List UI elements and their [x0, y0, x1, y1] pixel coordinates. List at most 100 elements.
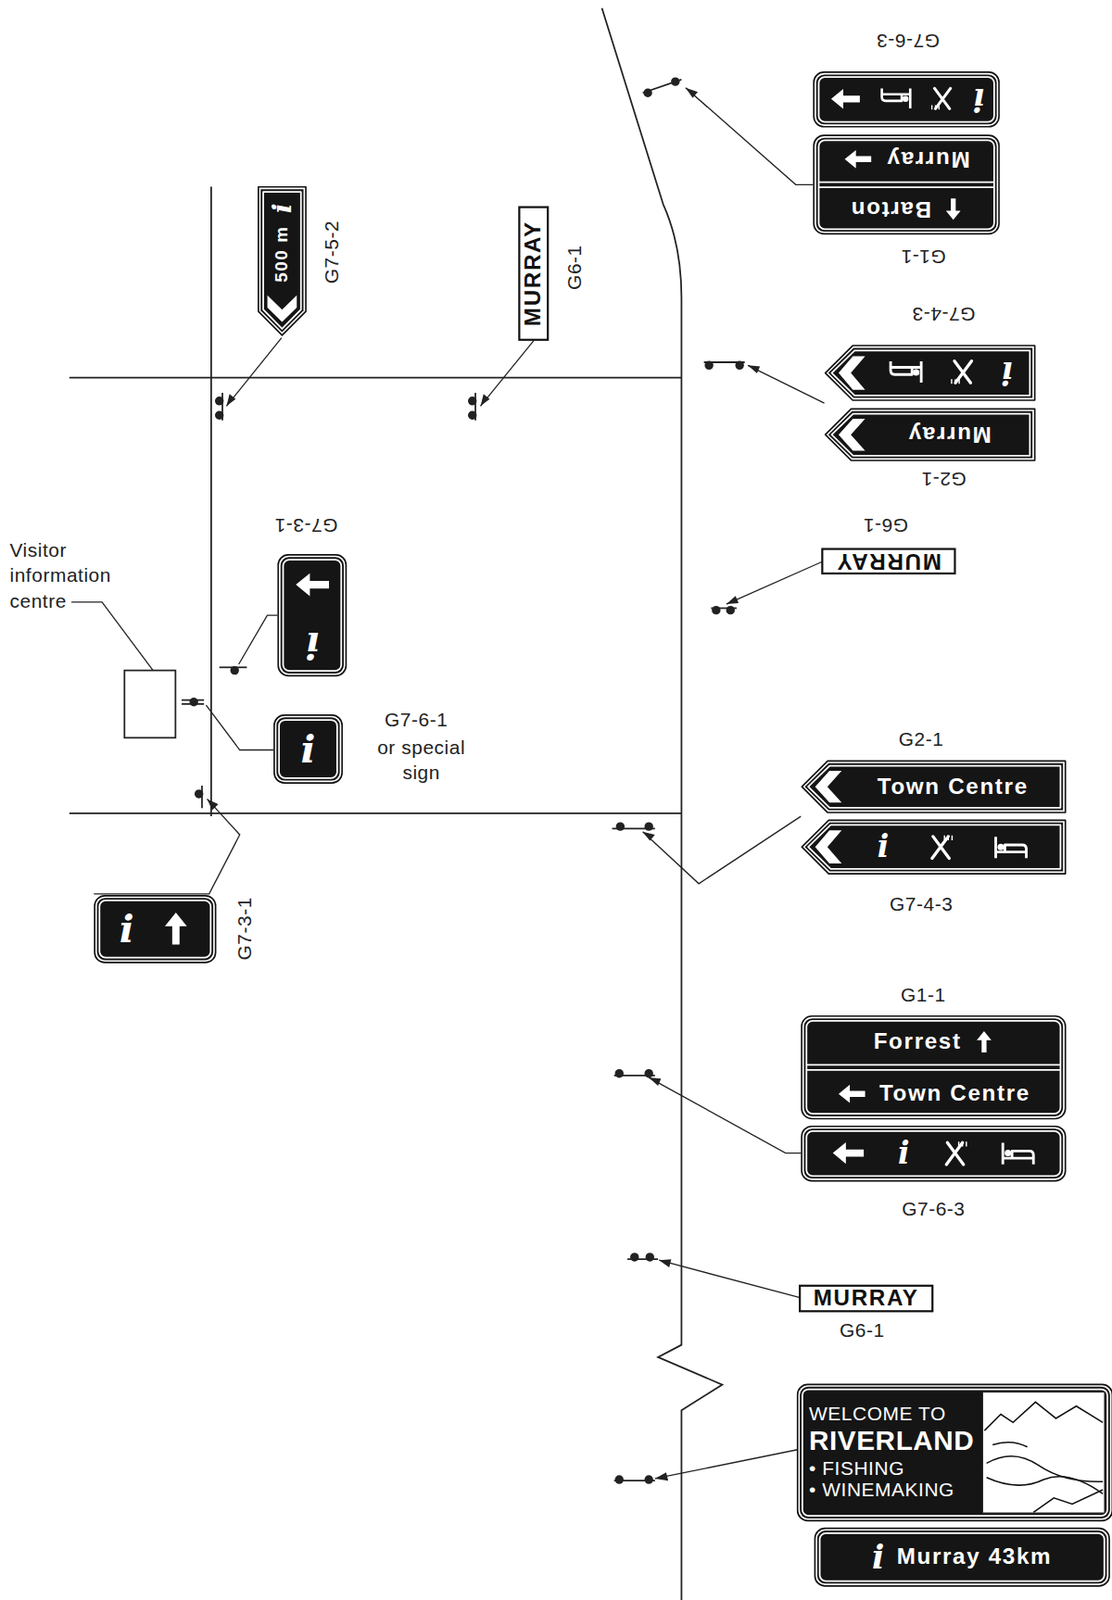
layout-stroke — [257, 187, 305, 336]
sign-row: i — [873, 344, 1024, 402]
layout-stroke — [881, 88, 910, 109]
sign-content: ForrestTown Centre — [810, 1015, 1056, 1120]
sign-text: • WINEMAKING — [808, 1478, 974, 1502]
sign-row: MURRAY — [518, 215, 549, 330]
layout-stroke — [946, 1142, 963, 1165]
sign-row: i — [287, 615, 337, 677]
layout-stroke — [805, 763, 1064, 811]
layout-stroke — [818, 139, 994, 229]
layout-stroke — [278, 555, 346, 677]
layout-stroke — [944, 835, 952, 841]
layout-stroke — [806, 1021, 1061, 1114]
sign-content: Barton Murray — [822, 134, 989, 235]
layout-stroke — [230, 667, 239, 675]
layout-stroke — [806, 1130, 1061, 1176]
layout-stroke — [215, 411, 224, 419]
layout-stroke — [206, 798, 218, 810]
leader-line — [71, 602, 153, 671]
layout-stroke — [747, 365, 760, 374]
sign-content: MURRAY — [808, 1284, 923, 1313]
layout-stroke — [1002, 1143, 1034, 1165]
layout-stroke — [1004, 1149, 1011, 1157]
layout-stroke — [468, 411, 477, 419]
layout-stroke — [260, 189, 304, 332]
sign-content: Murray — [872, 408, 1025, 462]
layout-stroke — [827, 347, 1032, 398]
sign-symbol-graphic — [836, 1081, 868, 1106]
sign-code: G6-1 — [561, 244, 588, 291]
layout-stroke — [226, 338, 281, 407]
sign-row: i — [850, 819, 1056, 874]
sign-symbol-graphic — [842, 147, 873, 172]
layout-stroke — [801, 1016, 1066, 1120]
layout-stroke — [808, 824, 1061, 869]
info-symbol: i — [304, 627, 319, 665]
layout-stroke — [658, 1259, 671, 1268]
layout-stroke — [813, 135, 999, 234]
layout-stroke — [189, 698, 198, 707]
sign-code: G7-4-3 — [889, 891, 953, 918]
layout-stroke — [274, 715, 342, 784]
sign-content: WELCOME TORIVERLAND• FISHING• WINEMAKING — [796, 1383, 1112, 1522]
layout-stroke — [932, 836, 949, 860]
sign-symbol — [292, 569, 331, 601]
info-symbol: i — [897, 1137, 910, 1169]
sign-text: • FISHING — [808, 1456, 974, 1479]
sign-text: Murray — [884, 146, 970, 174]
sign-row: MURRAY — [831, 547, 946, 575]
layout-stroke — [833, 1142, 864, 1164]
info-symbol: i — [877, 832, 890, 863]
sign-content: Town Centre — [849, 760, 1056, 814]
layout-stroke — [824, 344, 1035, 400]
sign-content: MURRAY — [518, 215, 549, 330]
layout-stroke — [958, 1141, 966, 1147]
sign-text-column: WELCOME TORIVERLAND• FISHING• WINEMAKING — [796, 1383, 983, 1522]
sign-text: MURRAY — [519, 220, 547, 327]
layout-stroke — [726, 606, 734, 615]
layout-stroke — [257, 187, 305, 336]
sign-row: i — [810, 1124, 1056, 1182]
sign-code: G7-3-1 — [274, 512, 338, 539]
layout-stroke — [239, 615, 278, 665]
layout-stroke — [94, 895, 215, 962]
layout-stroke — [480, 341, 534, 406]
sign-code: G1-1 — [900, 982, 947, 1009]
layout-stroke — [827, 411, 1032, 459]
layout-stroke — [648, 1077, 801, 1154]
layout-stroke — [643, 832, 656, 842]
note-text: or special sign — [357, 734, 486, 786]
layout-stroke — [801, 820, 1065, 874]
sign-symbol-graphic — [886, 358, 924, 388]
sign-symbol — [941, 1138, 969, 1168]
layout-stroke — [814, 1529, 1110, 1587]
info-symbol: i — [268, 202, 296, 214]
sign-content: iMurray 43km — [824, 1528, 1100, 1588]
sign-row: Town Centre — [810, 1067, 1056, 1120]
layout-stroke — [644, 822, 653, 831]
layout-stroke — [644, 88, 652, 97]
sign-code: G7-6-3 — [876, 27, 940, 54]
street-name-sign: MURRAY — [518, 205, 549, 341]
layout-stroke — [824, 344, 1035, 400]
layout-stroke — [996, 836, 1027, 859]
layout-stroke — [801, 820, 1065, 874]
sign-symbol — [827, 86, 861, 114]
layout-stroke — [266, 295, 297, 323]
layout-stroke — [644, 1476, 653, 1484]
layout-stroke — [617, 822, 625, 831]
layout-stroke — [912, 368, 920, 376]
layout-stroke — [735, 361, 744, 369]
layout-stroke — [712, 606, 721, 615]
sign-text: Town Centre — [877, 773, 1029, 801]
layout-stroke — [992, 1441, 1027, 1447]
sign-text: Barton — [848, 196, 931, 224]
layout-stroke — [815, 770, 843, 803]
sign-row: 500 mi — [256, 196, 306, 290]
layout-stroke — [837, 355, 865, 390]
sign-text: Murray — [907, 421, 992, 449]
layout-stroke — [804, 1018, 1064, 1117]
layout-stroke — [671, 77, 680, 86]
layout-stroke — [518, 207, 548, 341]
layout-stroke — [747, 365, 825, 404]
